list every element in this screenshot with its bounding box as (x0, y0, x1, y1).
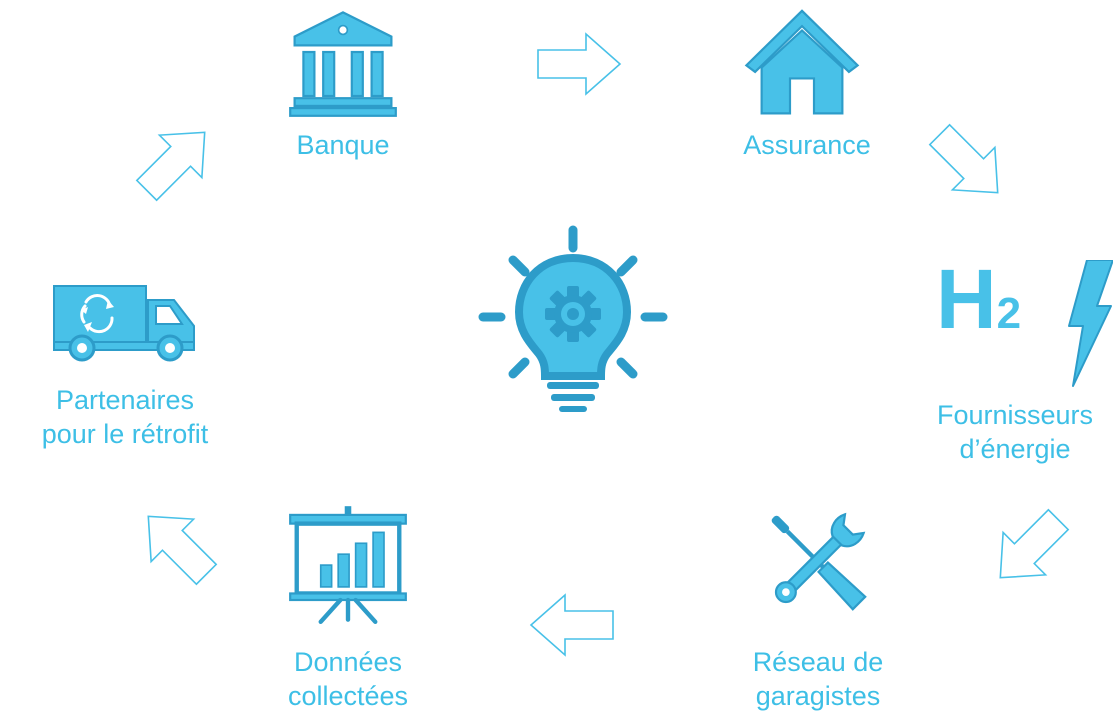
arrow-assurance-to-energie (917, 112, 1020, 215)
arrow-retrofit-to-banque (124, 110, 227, 213)
label-garagistes: Réseau de garagistes (752, 647, 884, 711)
arrow-donnees-to-retrofit (126, 494, 229, 597)
presentation-chart-icon (289, 506, 407, 624)
label-retrofit: Partenaires pour le rétrofit (41, 385, 209, 449)
label-donnees: Données collectées (287, 647, 409, 711)
label-banque: Banque (296, 130, 390, 160)
arrow-garagistes-to-donnees (530, 594, 614, 656)
hydrogen-symbol: H2 (936, 252, 1022, 346)
arrow-energie-to-garagistes (978, 497, 1081, 600)
truck-recycle-icon (53, 285, 195, 362)
label-assurance: Assurance (743, 130, 871, 160)
house-icon (744, 9, 860, 115)
wrench-screwdriver-icon (771, 512, 867, 611)
lightbulb-gear-icon (478, 225, 668, 412)
label-energie: Fournisseurs d’énergie (936, 400, 1094, 464)
arrow-banque-to-assurance (537, 33, 621, 95)
bank-icon (289, 11, 397, 117)
lightning-icon (1068, 260, 1113, 387)
